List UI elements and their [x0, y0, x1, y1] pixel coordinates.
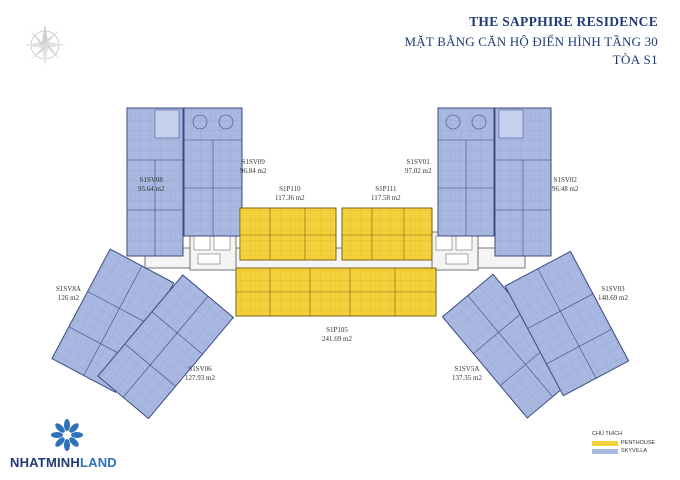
unit-s1sv02	[494, 107, 552, 257]
legend-label-penthouse: PENTHOUSE	[621, 440, 656, 446]
unit-s1sv06	[97, 274, 235, 420]
snowflake-logo-icon	[51, 419, 83, 451]
logo-text-part1: NHATMINH	[10, 455, 80, 470]
unit-s1sv03	[504, 250, 630, 397]
title-block: THE SAPPHIRE RESIDENCE MẶT BẰNG CĂN HỘ Đ…	[358, 14, 658, 68]
project-title: THE SAPPHIRE RESIDENCE	[469, 14, 658, 29]
unit-s1sv5a	[441, 273, 579, 419]
skyvilla-swatch	[592, 448, 618, 454]
company-logo: NHATMINHLAND	[10, 455, 117, 470]
unit-s1sv08	[126, 107, 184, 257]
compass-rose-icon	[24, 24, 66, 66]
unit-s1p111	[341, 207, 433, 261]
unit-s1sv8a	[51, 248, 175, 394]
unit-s1sv09	[183, 107, 243, 237]
unit-s1p110	[239, 207, 337, 261]
logo-text-part2: LAND	[79, 455, 117, 470]
legend-item-skyvilla: SKYVILLA	[592, 447, 662, 455]
building-name: TÒA S1	[612, 52, 658, 67]
legend-title: CHÚ THÍCH	[592, 431, 623, 437]
unit-s1p105	[235, 267, 437, 317]
unit-s1sv01	[437, 107, 495, 237]
penthouse-swatch	[592, 440, 618, 446]
plan-subtitle: MẶT BẰNG CĂN HỘ ĐIỂN HÌNH TẦNG 30	[404, 34, 658, 49]
legend: CHÚ THÍCH PENTHOUSE SKYVILLA	[592, 431, 662, 455]
legend-label-skyvilla: SKYVILLA	[621, 448, 647, 454]
legend-item-penthouse: PENTHOUSE	[592, 439, 662, 447]
